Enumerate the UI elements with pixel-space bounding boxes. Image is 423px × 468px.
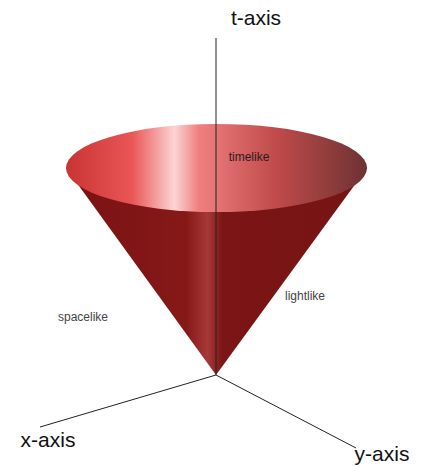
t-axis-line [216, 38, 217, 375]
x-axis-line [40, 375, 216, 427]
region-label: lightlike [285, 290, 325, 303]
y-axis-line [216, 375, 356, 448]
region-label: spacelike [58, 311, 108, 324]
axis-label: y-axis [355, 442, 410, 465]
region-label: timelike [229, 151, 270, 164]
axis-label: t-axis [231, 6, 281, 29]
axis-label: x-axis [21, 428, 76, 451]
